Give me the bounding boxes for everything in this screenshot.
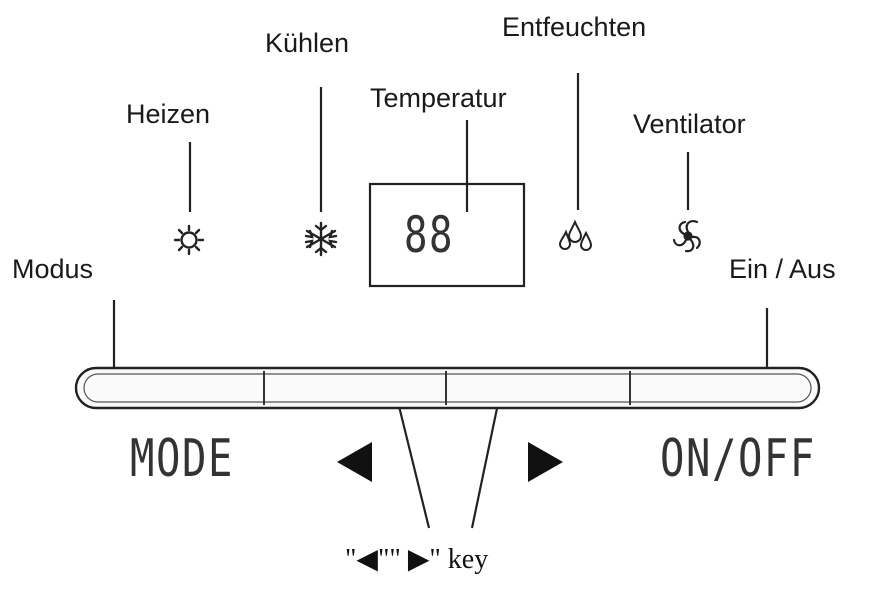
- temperature-readout: 88: [404, 206, 455, 264]
- left-key-leader: [394, 393, 431, 529]
- temperatur-label: Temperatur: [370, 83, 507, 113]
- right-key-leader: [470, 393, 502, 529]
- modus-label: Modus: [12, 254, 94, 284]
- onoff-key-label: ON/OFF: [660, 429, 816, 489]
- arrow-key-hint: "◀"" ▶" key: [345, 544, 489, 575]
- mode-key[interactable]: [86, 375, 262, 401]
- left-key[interactable]: [266, 375, 444, 401]
- ventilator-label: Ventilator: [633, 109, 746, 139]
- ein-aus-label: Ein / Aus: [729, 254, 836, 284]
- kuehlen-label: Kühlen: [265, 28, 350, 58]
- entfeuchten-label: Entfeuchten: [502, 12, 647, 42]
- right-arrow-icon: [528, 442, 563, 482]
- left-arrow-icon: [337, 442, 372, 482]
- right-key[interactable]: [448, 375, 628, 401]
- heat-sun-icon: [173, 224, 205, 256]
- fan-icon: [672, 220, 701, 253]
- mode-key-label: MODE: [130, 429, 234, 489]
- snowflake-icon: [304, 221, 338, 257]
- control-strip: [74, 366, 821, 410]
- temperature-display: [368, 182, 526, 288]
- droplets-icon: [558, 219, 593, 251]
- heizen-label: Heizen: [126, 99, 211, 129]
- onoff-key[interactable]: [632, 375, 808, 401]
